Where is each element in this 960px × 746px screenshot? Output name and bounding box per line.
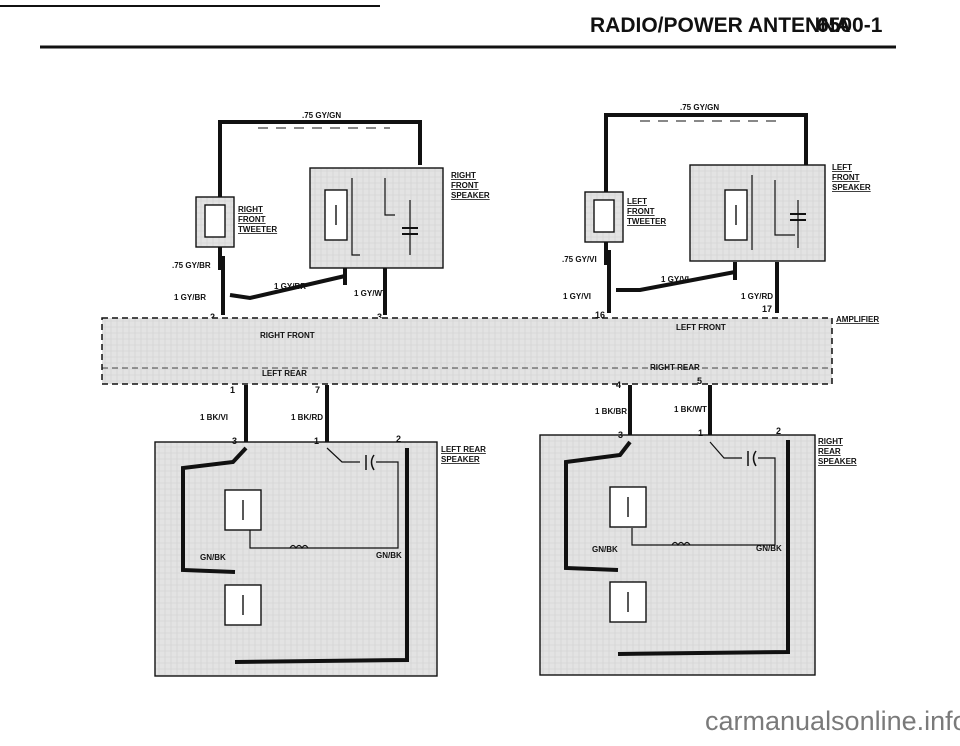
right-front-group — [195, 120, 444, 315]
rr-speaker-label-3: SPEAKER — [818, 457, 857, 466]
wire-label-lf-gyvi-mid: 1 GY/VI — [661, 275, 689, 284]
wire-label-lf-tweeter: .75 GY/VI — [562, 255, 597, 264]
pin-amp-2: 2 — [210, 312, 215, 322]
right-tweeter-icon — [204, 204, 226, 238]
left-rear-group — [154, 385, 438, 677]
lf-speaker-label-3: SPEAKER — [832, 183, 871, 192]
rf-speaker-label-2: FRONT — [451, 181, 479, 190]
wire-lr-gnbk-left — [181, 446, 248, 574]
rf-speaker-label-3: SPEAKER — [451, 191, 490, 200]
wire-label-rf-gybr-mid: 1 GY/BR — [274, 282, 306, 291]
zone-left-rear: LEFT REAR — [262, 369, 307, 378]
wire-rr-gnbk-right — [617, 440, 790, 656]
wire-label-lr-bkrd: 1 BK/RD — [291, 413, 323, 422]
pin-lr-2: 2 — [396, 434, 401, 444]
lf-tweeter-label-1: LEFT — [627, 197, 647, 206]
page-code: 6500-1 — [817, 14, 883, 37]
lr-speaker-label-2: SPEAKER — [441, 455, 480, 464]
pin-rr-3: 3 — [618, 430, 623, 440]
pin-rr-2: 2 — [776, 426, 781, 436]
zone-right-front: RIGHT FRONT — [260, 331, 315, 340]
wire-label-rr-gnbk-right: GN/BK — [756, 544, 782, 553]
wire-label-lr-bkvi: 1 BK/VI — [200, 413, 228, 422]
wire-label-rf-gybr-left: 1 GY/BR — [174, 293, 206, 302]
pin-rr-1: 1 — [698, 428, 703, 438]
rr-speaker-label-2: REAR — [818, 447, 841, 456]
amplifier-label: AMPLIFIER — [836, 315, 879, 324]
left-tweeter-icon — [593, 199, 615, 233]
lr-labels: 1 BK/VI 1 BK/RD 1 7 3 1 2 LEFT REAR SPEA… — [200, 385, 486, 562]
lf-speaker-label-2: FRONT — [832, 173, 860, 182]
pin-lr-1: 1 — [314, 436, 319, 446]
left-rear-speaker-box — [154, 441, 438, 677]
wire-label-rr-gnbk-left: GN/BK — [592, 545, 618, 554]
amplifier-block: AMPLIFIER RIGHT FRONT LEFT FRONT LEFT RE… — [101, 315, 879, 385]
rf-labels: .75 GY/GN RIGHT FRONT SPEAKER RIGHT FRON… — [172, 111, 490, 322]
wire-lf-loop — [604, 113, 808, 265]
rr-speaker-label-1: RIGHT — [818, 437, 843, 446]
rf-tweeter-label-2: FRONT — [238, 215, 266, 224]
wire-label-lf-gyvi-left: 1 GY/VI — [563, 292, 591, 301]
pin-lr-3: 3 — [232, 436, 237, 446]
rf-speaker-label-1: RIGHT — [451, 171, 476, 180]
pin-amp-4: 4 — [616, 380, 621, 390]
page-title: RADIO/POWER ANTENNA — [590, 14, 851, 37]
pin-amp-7: 7 — [315, 385, 320, 395]
lf-tweeter-label-3: TWEETER — [627, 217, 666, 226]
watermark: carmanualsonline.info — [705, 706, 960, 736]
wire-lr-gnbk-right — [234, 448, 409, 664]
zone-right-rear: RIGHT REAR — [650, 363, 700, 372]
pin-amp-3: 3 — [377, 312, 382, 322]
pin-amp-16: 16 — [595, 310, 605, 320]
rf-tweeter-label-3: TWEETER — [238, 225, 277, 234]
rf-tweeter-label-1: RIGHT — [238, 205, 263, 214]
wire-label-lr-gnbk-right: GN/BK — [376, 551, 402, 560]
wire-label-rr-bkwt: 1 BK/WT — [674, 405, 707, 414]
left-front-group — [584, 113, 826, 313]
pin-amp-17: 17 — [762, 304, 772, 314]
wire-label-lf-gyrd: 1 GY/RD — [741, 292, 773, 301]
wire-label-rf-gywt: 1 GY/WT — [354, 289, 387, 298]
right-rear-speaker-box — [539, 434, 816, 676]
lf-tweeter-label-2: FRONT — [627, 207, 655, 216]
pin-amp-5: 5 — [697, 376, 702, 386]
rr-speaker-lower-icon — [609, 581, 647, 623]
wire-label-rr-bkbr: 1 BK/BR — [595, 407, 627, 416]
wire-label-lr-gnbk-left: GN/BK — [200, 553, 226, 562]
left-front-speaker-box — [689, 164, 826, 262]
lf-labels: .75 GY/GN LEFT FRONT SPEAKER LEFT FRONT … — [562, 103, 871, 320]
wire-label-rf-tweeter: .75 GY/BR — [172, 261, 211, 270]
wire-label-rf-top: .75 GY/GN — [302, 111, 341, 120]
rr-labels: 1 BK/BR 1 BK/WT 4 5 3 1 2 RIGHT REAR SPE… — [592, 376, 857, 554]
wire-rf-gybr-mid — [229, 274, 346, 301]
zone-left-front: LEFT FRONT — [676, 323, 726, 332]
lr-speaker-label-1: LEFT REAR — [441, 445, 486, 454]
lf-speaker-label-1: LEFT — [832, 163, 852, 172]
wire-label-lf-top: .75 GY/GN — [680, 103, 719, 112]
wire-rr-gnbk-left — [564, 440, 632, 572]
right-rear-group — [539, 385, 816, 676]
pin-amp-1: 1 — [230, 385, 235, 395]
wire-rf-loop — [218, 120, 422, 270]
wire-lf-gyvi-mid — [616, 270, 736, 292]
